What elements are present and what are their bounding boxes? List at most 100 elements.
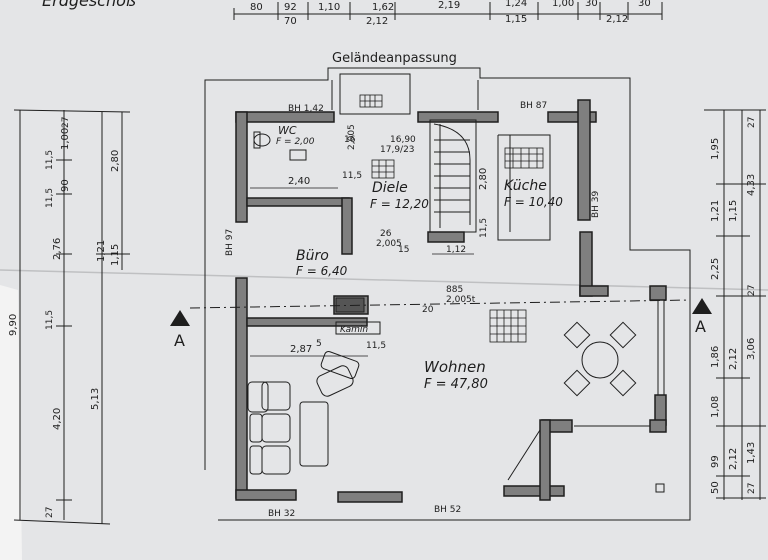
top-dim-7: 1,00 <box>552 0 574 9</box>
label-bh-32: BH 32 <box>268 509 295 519</box>
label-bh-87: BH 87 <box>520 101 547 111</box>
label-diele-width: 2,40 <box>288 176 310 187</box>
label-living-door-a: 885 <box>446 285 463 295</box>
left-dim-inner-6: 11,5 <box>45 150 55 170</box>
right-dim-2: 1,21 <box>710 200 721 222</box>
top-dim-1: 80 <box>250 2 263 13</box>
section-marker-left: A <box>174 331 185 350</box>
dining-set <box>563 321 637 397</box>
left-dim-outer-1: 9,90 <box>8 314 19 336</box>
left-dimension-chain <box>13 109 131 525</box>
terrain-label: Geländeanpassung <box>332 51 457 66</box>
room-diele-area: F = 12,20 <box>370 197 429 211</box>
right-dim-end-3: 27 <box>747 483 757 494</box>
label-stair-opening: 1,12 <box>446 245 466 255</box>
top-dim-3: 1,10 <box>318 2 340 13</box>
left-dim-mid-1: 2,76 <box>52 238 63 260</box>
room-buero-area: F = 6,40 <box>296 264 348 278</box>
section-arrow-left <box>170 310 190 326</box>
kitchen-counter <box>497 134 551 241</box>
top-dim-8: 30 <box>585 0 598 9</box>
right-dim-1: 1,95 <box>710 138 721 160</box>
room-diele-name: Diele <box>372 180 408 196</box>
left-dimension-labels: 9,90 5,13 2,76 4,20 90 1,00 2,80 1,21 1,… <box>8 117 121 518</box>
diele-tile <box>371 159 395 179</box>
terrain-outline <box>204 67 691 521</box>
entrance-porch <box>339 73 411 115</box>
label-stair-width: 2,80 <box>478 168 489 190</box>
label-living-door-b: 2,005t <box>446 295 476 305</box>
room-wc-name: WC <box>278 124 297 137</box>
room-buero-name: Büro <box>296 248 329 264</box>
right-dim-5: 1,08 <box>710 396 721 418</box>
label-stair-steps: 16,90 <box>390 135 416 145</box>
left-dim-inner-5: 1,15 <box>110 244 121 266</box>
label-living-door-c: 20 <box>422 305 434 315</box>
paper-left-strip <box>0 285 22 560</box>
top-dim-2: 92 <box>284 2 297 13</box>
label-wc-door-2: 16 <box>344 135 356 145</box>
fireplace-label: Kamin <box>340 325 368 335</box>
terrace-drain <box>655 483 665 493</box>
living-tile <box>489 309 527 343</box>
sheet-header: Erdgeschoß <box>42 0 136 10</box>
left-dim-inner-9: 27 <box>61 117 71 128</box>
label-stair-rise: 17,9/23 <box>380 145 415 155</box>
right-dimension-labels: 1,95 1,21 2,25 1,86 1,08 50 99 1,15 2,12… <box>710 117 757 494</box>
top-dim-4: 1,62 <box>372 2 394 13</box>
staircase <box>429 119 477 233</box>
label-stair-small: 11,5 <box>479 218 489 238</box>
top-dim-10: 70 <box>284 16 297 27</box>
room-kueche-name: Küche <box>504 178 547 194</box>
section-marker-right: A <box>695 317 706 336</box>
right-dim-4: 1,86 <box>710 346 721 368</box>
left-dim-mid-2: 4,20 <box>52 408 63 430</box>
right-dim-end-1: 27 <box>747 117 757 128</box>
top-dim-6: 1,24 <box>505 0 527 9</box>
top-dimension-chain <box>233 2 663 20</box>
right-dim-9: 2,12 <box>728 348 739 370</box>
top-dim-11: 2,12 <box>366 16 388 27</box>
left-dim-inner-3: 2,80 <box>110 150 121 172</box>
label-buero-door-c: 15 <box>398 245 409 255</box>
room-wohnen-name: Wohnen <box>424 358 486 376</box>
label-buero-door-b: 2,005 <box>376 239 402 249</box>
label-buero-sup: 5 <box>316 339 322 349</box>
right-dim-11: 4,33 <box>746 174 757 196</box>
left-dim-inner-1: 90 <box>60 179 71 192</box>
wc-fixtures <box>253 131 307 161</box>
left-dim-inner-2: 1,00 <box>60 128 71 150</box>
right-dimension-chain <box>704 109 766 500</box>
left-dim-inner-10: 27 <box>45 507 55 518</box>
internal-dimension-lines <box>250 187 474 357</box>
right-dim-10: 2,12 <box>728 448 739 470</box>
label-wc-door: 2,005 <box>347 124 357 150</box>
right-dim-8: 1,15 <box>728 200 739 222</box>
porch-tile <box>359 94 383 108</box>
left-dim-inner-7: 11,5 <box>45 188 55 208</box>
terrace-diagonal <box>507 300 665 481</box>
left-dim-outer-2: 5,13 <box>90 388 101 410</box>
kitchen-tile <box>504 147 544 169</box>
right-dim-6: 50 <box>710 481 721 494</box>
section-arrow-right <box>692 298 712 314</box>
room-kueche-area: F = 10,40 <box>504 195 563 209</box>
top-dim-12: 1,15 <box>505 14 527 25</box>
right-dim-13: 1,43 <box>746 442 757 464</box>
label-bh-52: BH 52 <box>434 505 461 515</box>
right-dim-12: 3,06 <box>746 338 757 360</box>
top-dim-5: 2,19 <box>438 0 460 11</box>
top-dim-13: 2,12 <box>606 14 628 25</box>
label-bh-142: BH 1,42 <box>288 104 324 114</box>
room-wc-area: F = 2,00 <box>276 137 315 147</box>
right-dim-end-2: 27 <box>747 285 757 296</box>
left-dim-inner-4: 1,21 <box>96 240 107 262</box>
top-dim-9: 30 <box>638 0 651 9</box>
paper-fold <box>0 269 768 291</box>
section-line <box>189 299 691 309</box>
top-dimension-labels: 80 92 1,10 1,62 2,19 1,24 1,00 30 30 70 … <box>250 0 651 27</box>
label-buero-small: 11,5 <box>366 341 386 351</box>
right-dim-3: 2,25 <box>710 258 721 280</box>
label-bh-97: BH 97 <box>225 229 235 256</box>
